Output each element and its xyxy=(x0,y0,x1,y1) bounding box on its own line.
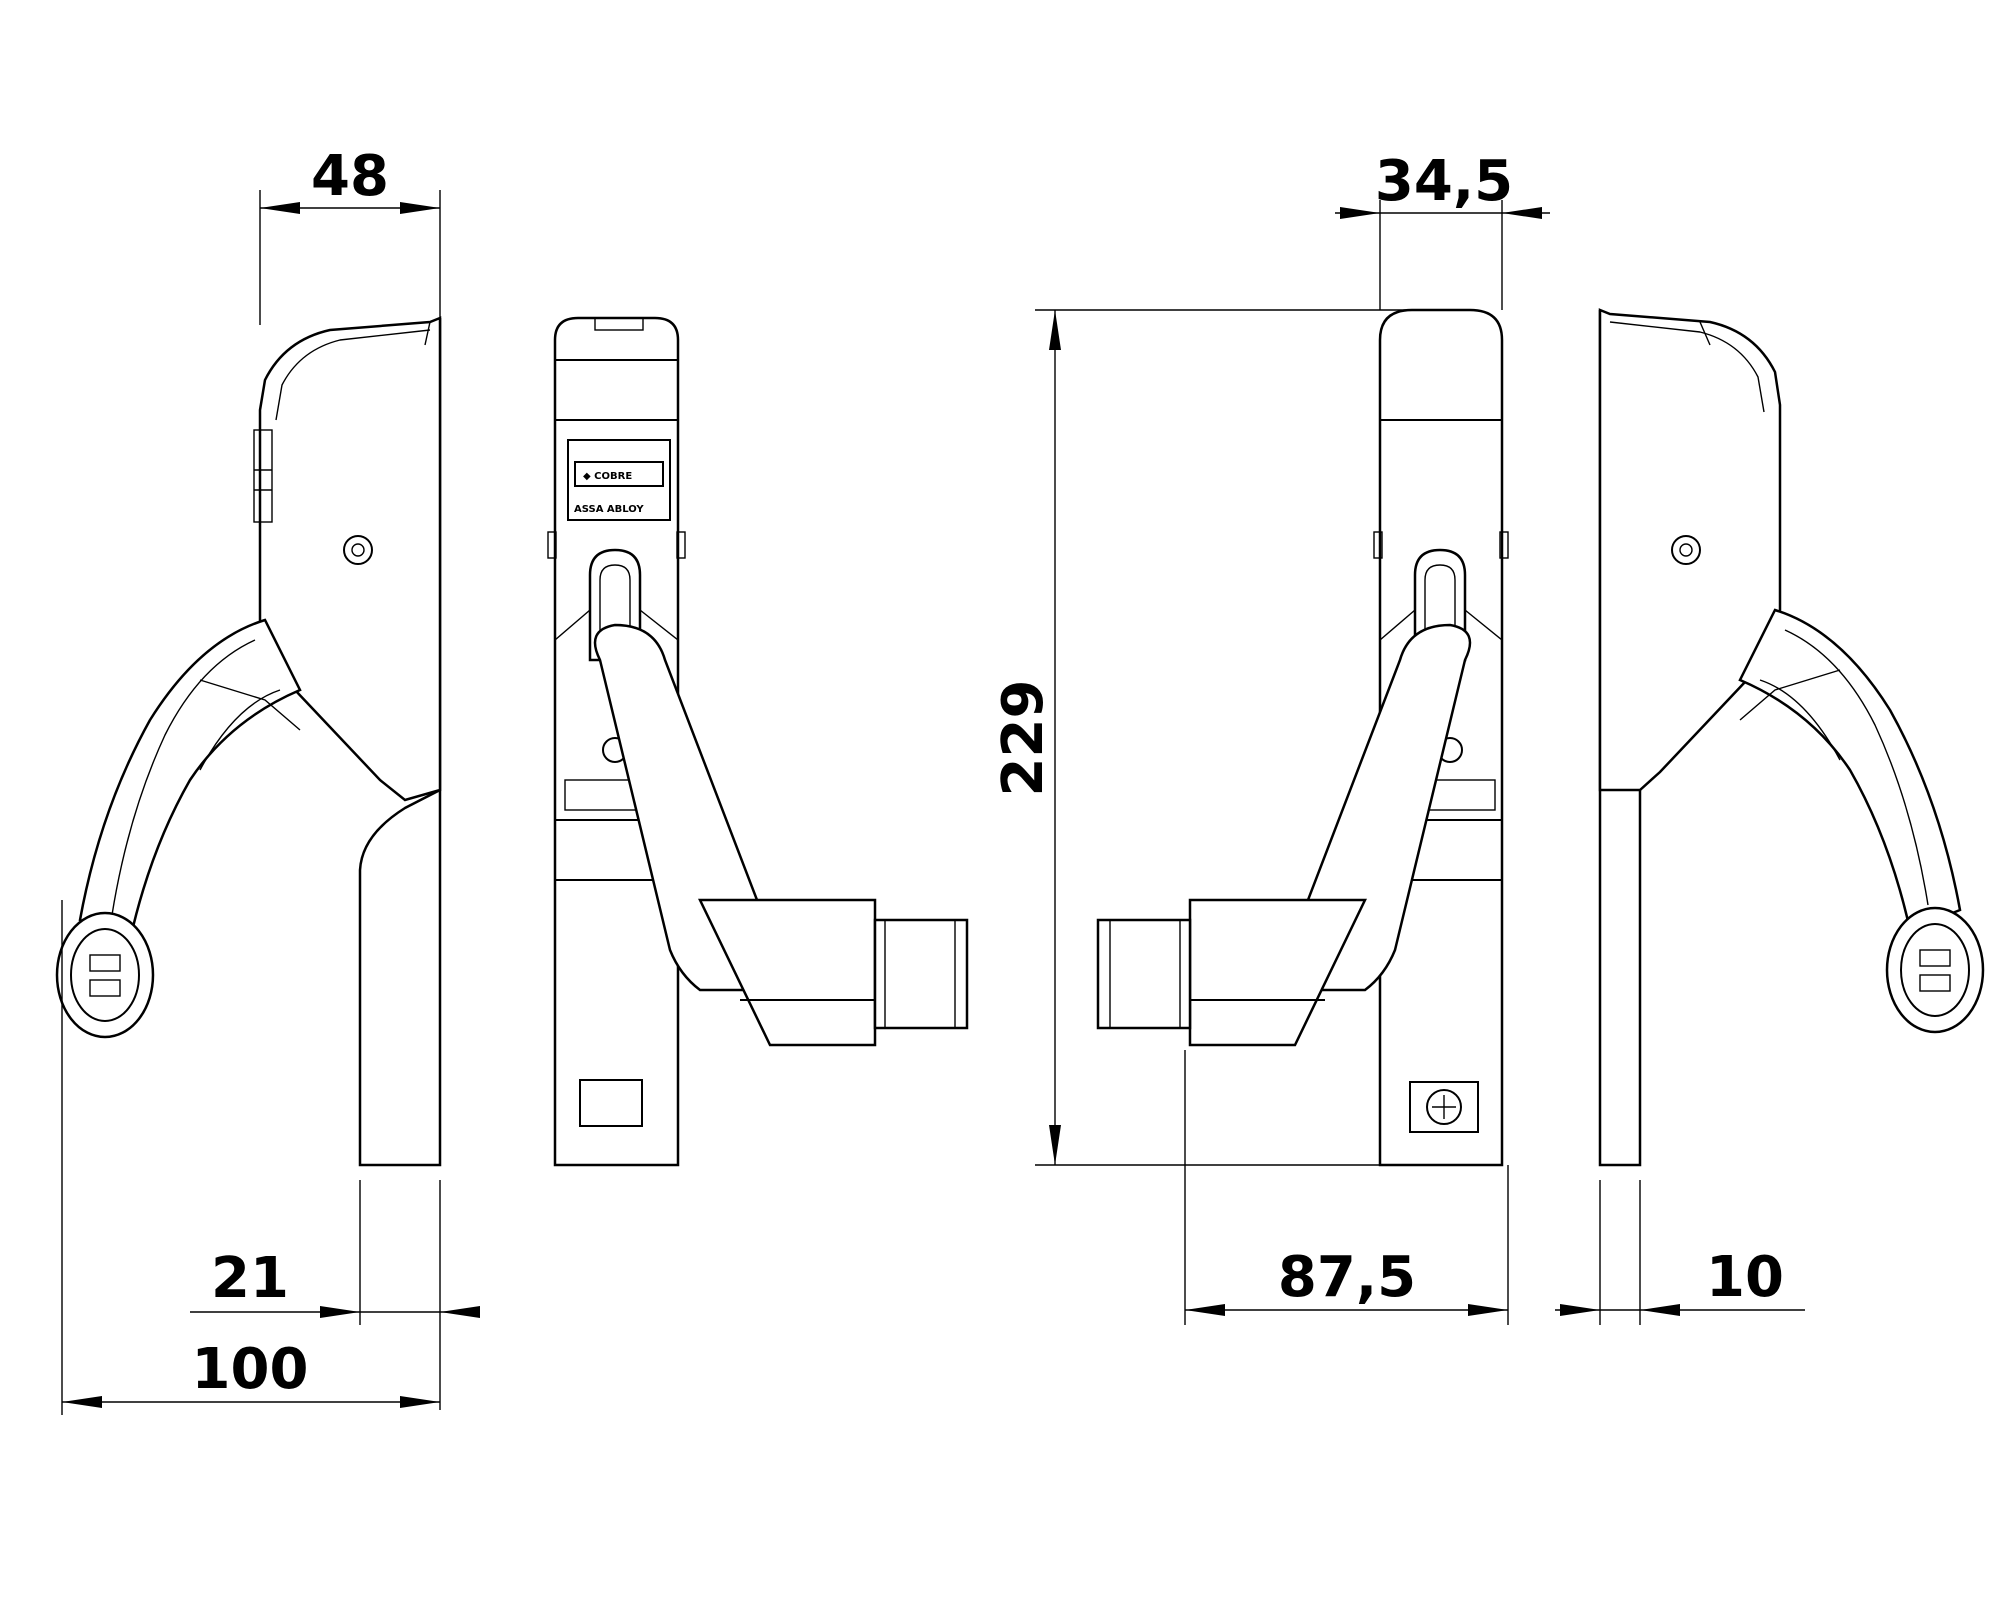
left-side-plate xyxy=(358,318,442,1167)
right-side-lever-arm xyxy=(1738,608,1962,932)
dimension-overall-depth: 100 xyxy=(61,900,440,1415)
right-side-housing xyxy=(1598,308,1782,792)
dimension-arrow xyxy=(400,202,440,214)
dimension-arrow xyxy=(400,1396,440,1408)
dimension-label-100: 100 xyxy=(192,1337,309,1402)
left-side-housing xyxy=(258,316,442,802)
front-lever-end-block xyxy=(698,898,877,1047)
brand-logo-text: ◆ COBRE xyxy=(583,471,632,482)
dimension-plate-thickness: 10 xyxy=(1555,1180,1805,1325)
brand-name-text: ASSA ABLOY xyxy=(574,504,644,515)
front-spindle xyxy=(873,918,969,1030)
dimension-arrow xyxy=(1640,1304,1680,1316)
front-bottom-window xyxy=(579,1079,643,1127)
right-side-view xyxy=(1598,308,1985,1167)
dimension-spindle-depth: 87,5 xyxy=(1184,1050,1509,1325)
rear-lever-end-block xyxy=(1188,898,1367,1047)
dimension-arrow xyxy=(1049,1125,1061,1165)
dimension-arrow xyxy=(1502,207,1542,219)
dimension-label-21: 21 xyxy=(211,1246,289,1311)
dimension-right-width: 34,5 xyxy=(1335,149,1550,310)
right-side-screw-icon xyxy=(1671,535,1701,565)
dimension-label-48: 48 xyxy=(311,144,389,209)
left-side-screw-icon xyxy=(343,535,373,565)
dimension-arrow xyxy=(320,1306,360,1318)
brand-label-plate xyxy=(567,439,671,521)
dimension-arrow xyxy=(1185,1304,1225,1316)
dimension-arrow xyxy=(1340,207,1380,219)
front-view: ◆ COBRE ASSA ABLOY xyxy=(547,316,969,1167)
dimension-arrow xyxy=(1560,1304,1600,1316)
dimension-arrow xyxy=(1468,1304,1508,1316)
dimension-arrow xyxy=(62,1396,102,1408)
rear-cylinder-icon xyxy=(1426,1089,1462,1125)
dimension-label-87-5: 87,5 xyxy=(1278,1245,1416,1310)
rear-view xyxy=(1096,308,1509,1167)
dimension-label-10: 10 xyxy=(1706,1245,1784,1310)
front-plate xyxy=(553,316,680,1167)
dimension-base-depth: 21 xyxy=(190,1180,480,1410)
dimension-arrow xyxy=(260,202,300,214)
dimension-left-width: 48 xyxy=(259,144,441,325)
dimension-label-34-5: 34,5 xyxy=(1375,149,1513,214)
dimension-arrow xyxy=(440,1306,480,1318)
dimension-height: 229 xyxy=(991,309,1430,1166)
dimension-label-229: 229 xyxy=(991,680,1056,797)
left-side-view xyxy=(55,316,442,1167)
left-side-lever-arm xyxy=(78,618,302,942)
left-side-key-slot xyxy=(253,429,273,523)
rear-spindle xyxy=(1096,918,1192,1030)
rear-cylinder-housing xyxy=(1409,1081,1479,1133)
dimension-arrow xyxy=(1049,310,1061,350)
